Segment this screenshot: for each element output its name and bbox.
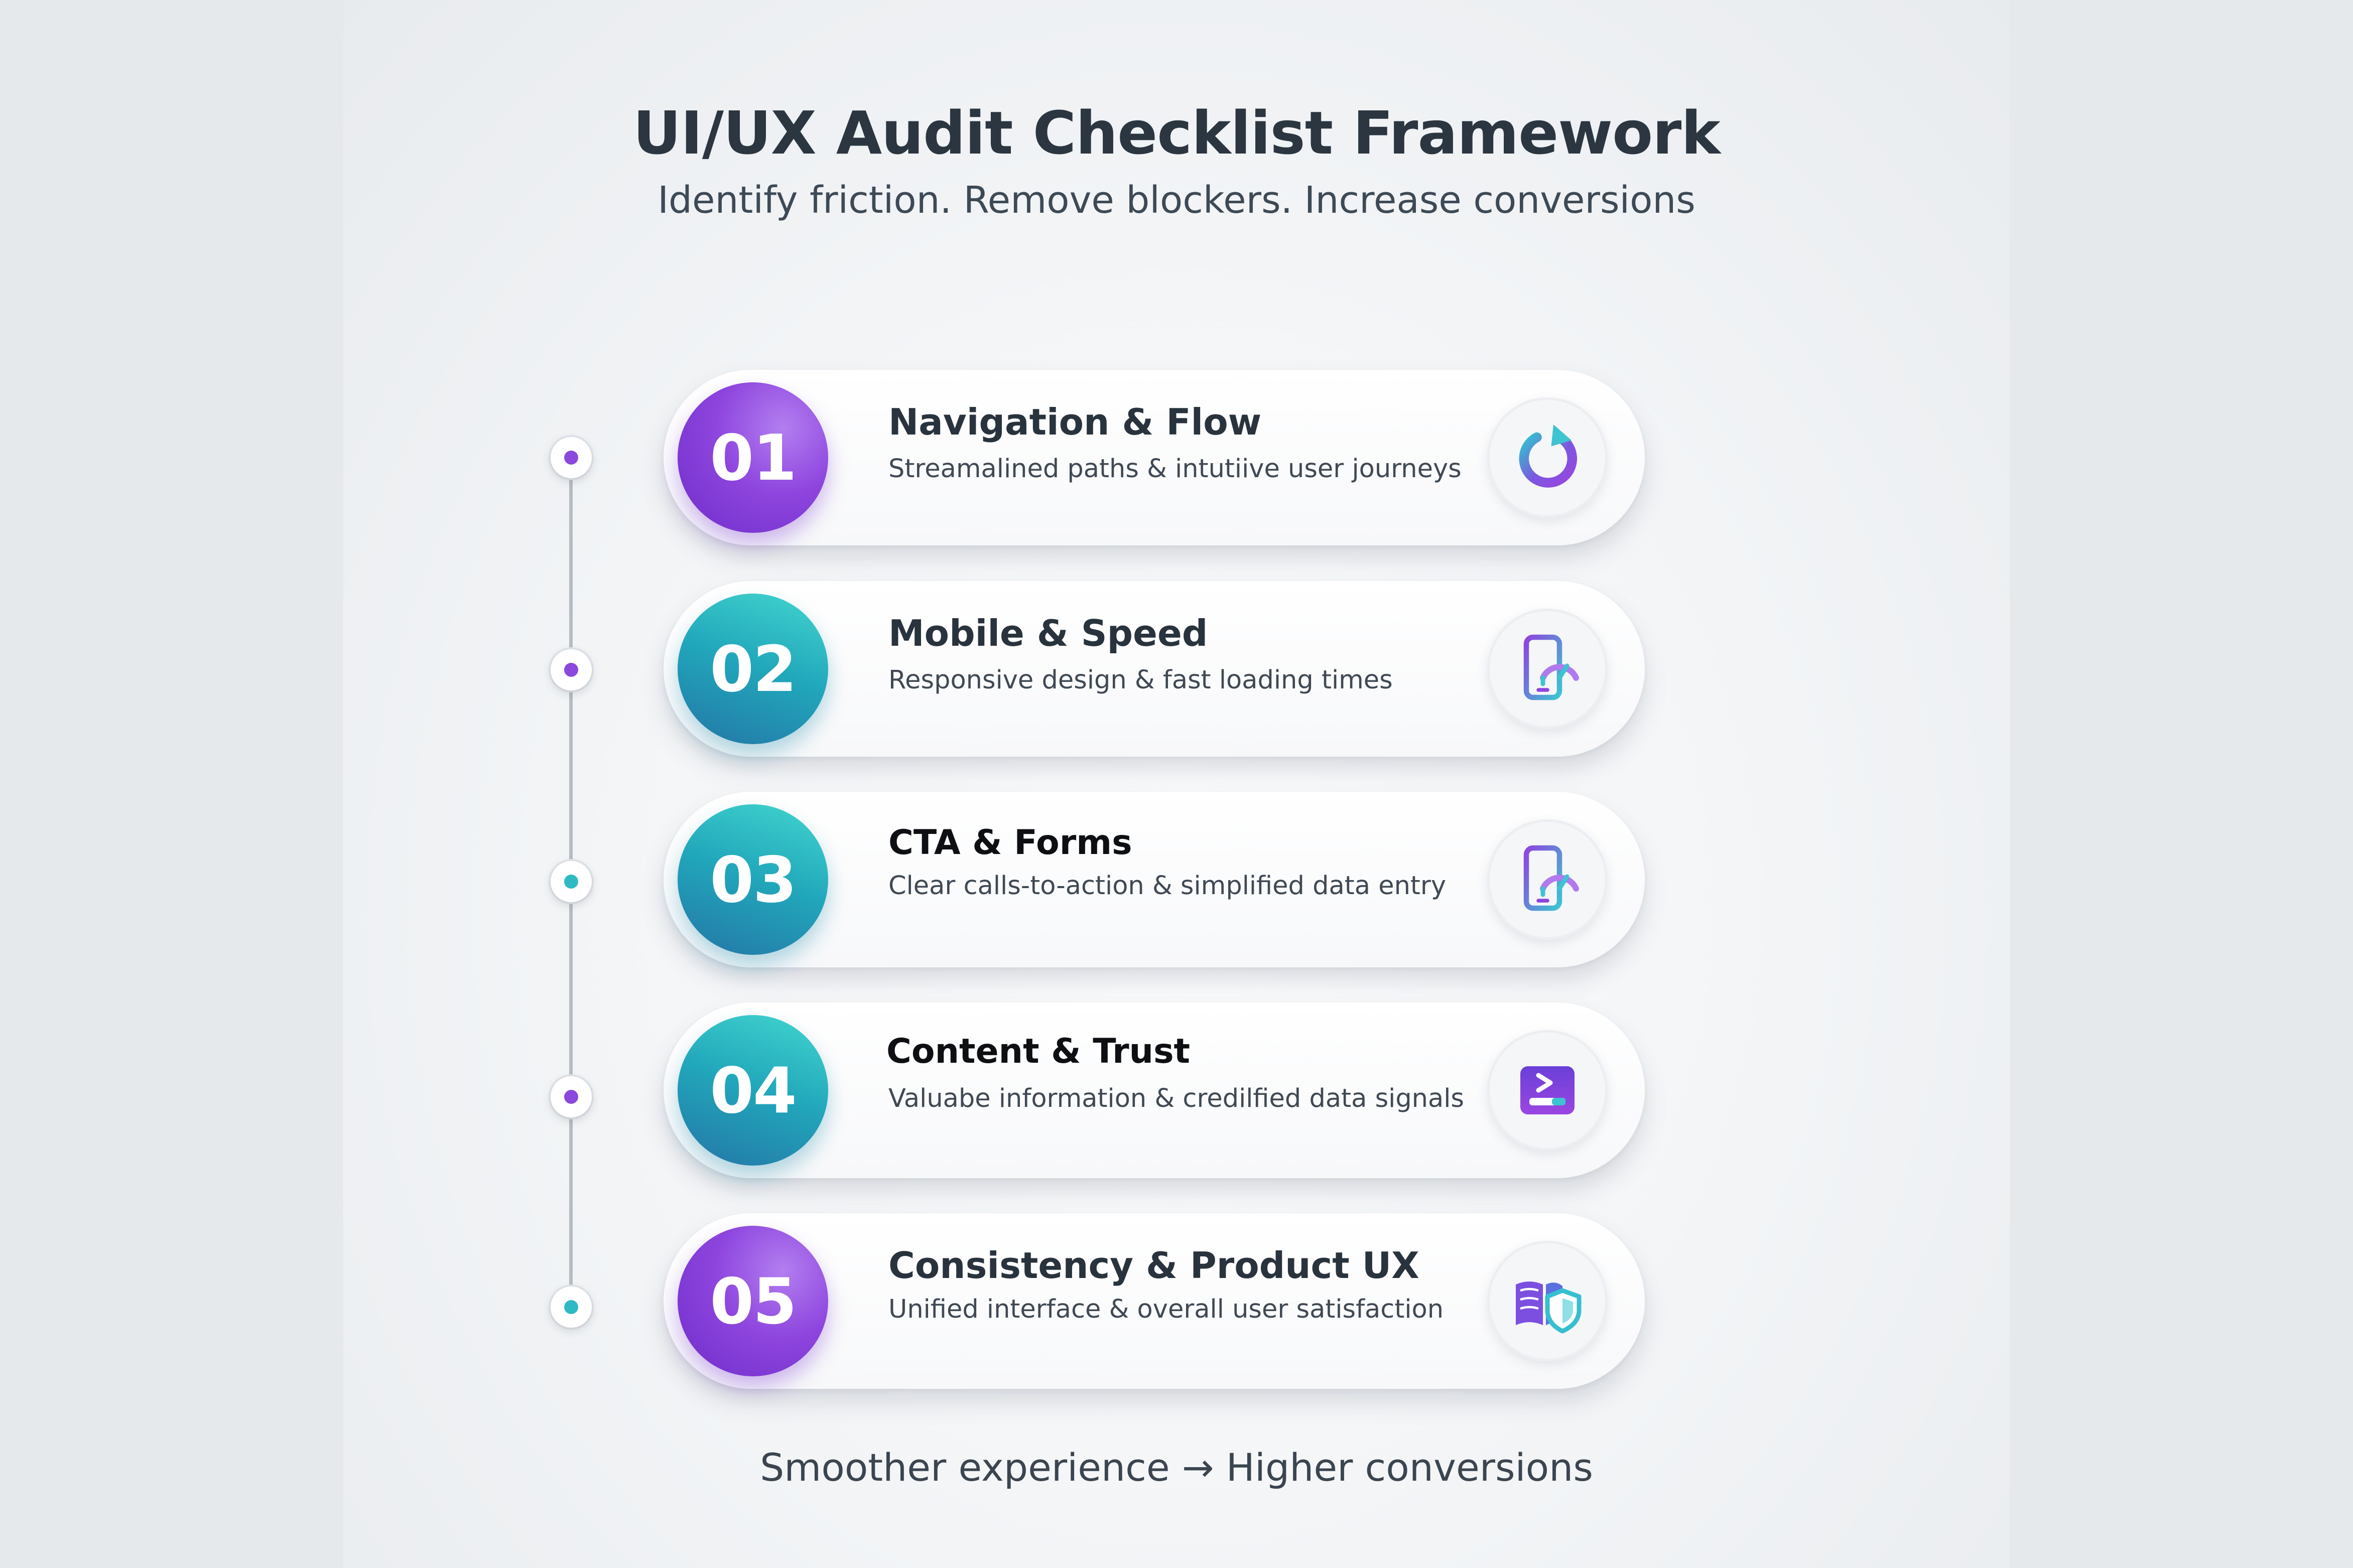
card-title: Consistency & Product UX xyxy=(888,1244,1419,1287)
timeline-dot xyxy=(551,1287,592,1328)
card-description: Clear calls-to-action & simplified data … xyxy=(888,871,1447,901)
step-number-badge: 04 xyxy=(678,1015,828,1166)
step-number-badge: 05 xyxy=(678,1226,828,1376)
checklist-card-consistency[interactable]: 05 Consistency & Product UX Unified inte… xyxy=(664,1213,1645,1389)
timeline-dot xyxy=(551,1076,592,1117)
terminal-icon xyxy=(1520,1066,1575,1114)
card-description: Streamalined paths & intutiive user jour… xyxy=(888,454,1462,484)
icon-container xyxy=(1487,1030,1608,1151)
timeline-dot xyxy=(551,861,592,902)
card-description: Unified interface & overall user satisfa… xyxy=(888,1295,1444,1324)
timeline-dot xyxy=(551,649,592,690)
mobile-speed-icon xyxy=(1523,845,1579,911)
checklist-card-mobile-speed[interactable]: 02 Mobile & Speed Responsive design & fa… xyxy=(664,581,1645,757)
card-title: Navigation & Flow xyxy=(888,401,1262,443)
page-title: UI/UX Audit Checklist Framework xyxy=(633,98,1721,168)
page-subtitle: Identify friction. Remove blockers. Incr… xyxy=(658,179,1695,222)
card-title: Content & Trust xyxy=(886,1032,1191,1071)
refresh-icon xyxy=(1519,424,1577,488)
timeline-dot xyxy=(551,437,592,478)
card-title: CTA & Forms xyxy=(888,823,1132,863)
background-right xyxy=(2010,0,2353,1568)
icon-container xyxy=(1487,819,1608,940)
step-number-badge: 01 xyxy=(678,382,828,533)
icon-container xyxy=(1487,1241,1608,1361)
checklist-card-content-trust[interactable]: 04 Content & Trust Valuabe information &… xyxy=(664,1003,1645,1178)
checklist-card-navigation[interactable]: 01 Navigation & Flow Streamalined paths … xyxy=(664,370,1645,545)
mobile-speed-icon xyxy=(1523,634,1579,700)
card-description: Responsive design & fast loading times xyxy=(888,665,1393,695)
background-left xyxy=(0,0,343,1568)
icon-container xyxy=(1487,397,1608,518)
icon-container xyxy=(1487,609,1608,729)
card-description: Valuabe information & credilfied data si… xyxy=(888,1084,1465,1113)
book-shield-icon xyxy=(1516,1281,1582,1334)
card-title: Mobile & Speed xyxy=(888,612,1208,654)
checklist-card-cta-forms[interactable]: 03 CTA & Forms Clear calls-to-action & s… xyxy=(664,792,1645,967)
step-number-badge: 03 xyxy=(678,804,828,955)
step-number-badge: 02 xyxy=(678,594,828,744)
footer-tagline: Smoother experience → Higher conversions xyxy=(760,1445,1593,1490)
